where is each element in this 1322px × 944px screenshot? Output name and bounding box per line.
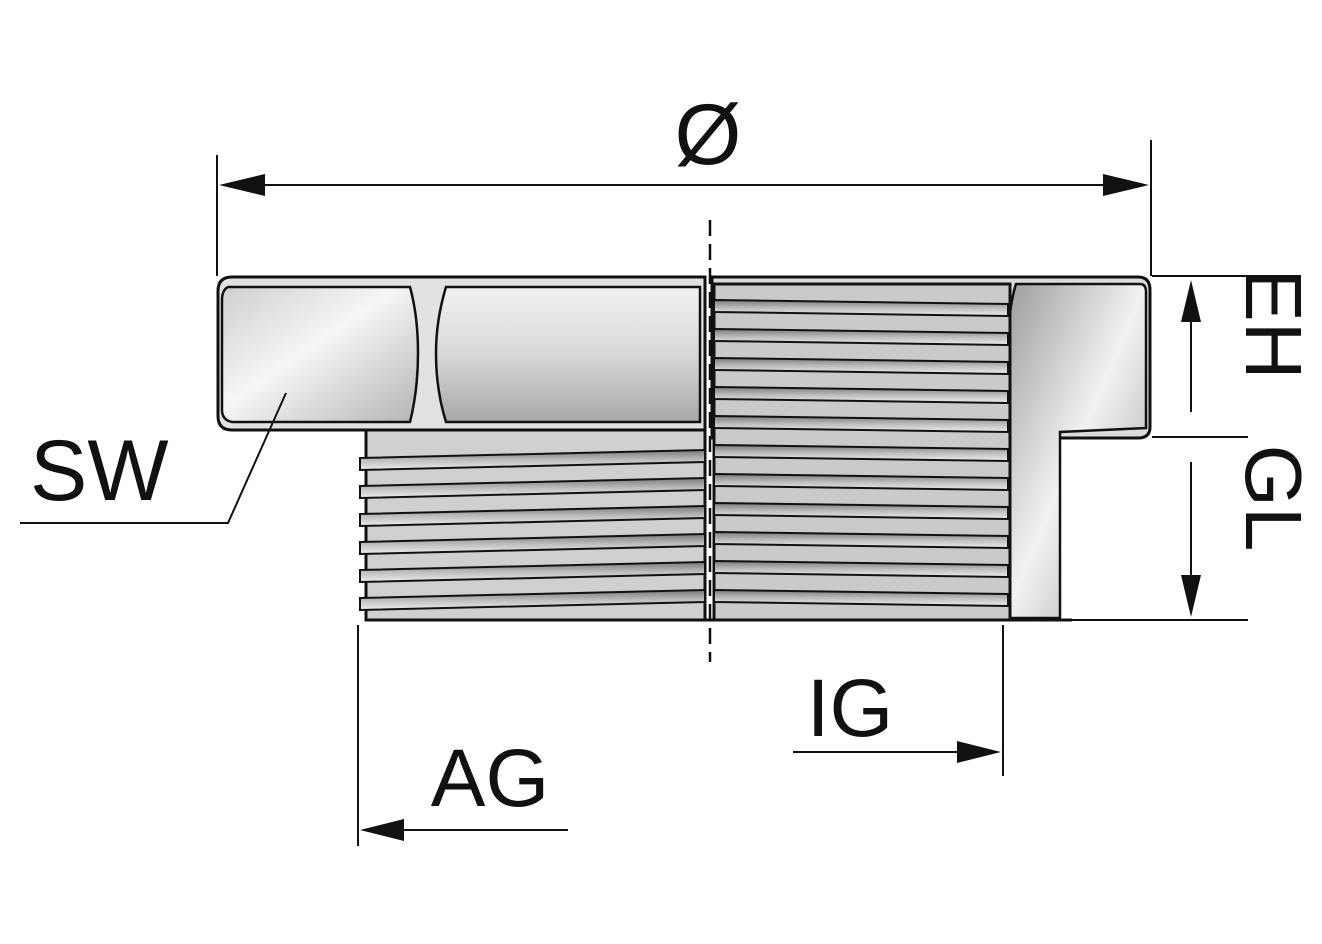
- internal-thread-groove: [713, 298, 1009, 318]
- internal-thread-groove: [713, 443, 1009, 463]
- eh-label: EH: [1229, 268, 1318, 379]
- external-thread-grooves: [359, 448, 706, 612]
- internal-thread-groove: [713, 501, 1009, 521]
- external-thread-groove: [359, 448, 706, 472]
- internal-thread-groove: [713, 472, 1009, 492]
- internal-thread-grooves: [713, 298, 1009, 608]
- internal-thread-groove: [713, 559, 1009, 579]
- ig-label: IG: [807, 663, 894, 754]
- internal-thread-groove: [713, 414, 1009, 434]
- diameter-label: Ø: [675, 87, 742, 183]
- internal-thread-groove: [713, 588, 1009, 608]
- ag-label: AG: [431, 733, 549, 824]
- height-dimensions: [1072, 275, 1248, 621]
- external-thread-groove: [359, 532, 706, 556]
- internal-thread-groove: [713, 327, 1009, 347]
- internal-thread-groove: [713, 385, 1009, 405]
- sw-leader: [20, 392, 287, 524]
- ig-dimension: [793, 625, 1004, 776]
- external-thread: [359, 428, 707, 622]
- diameter-dimension: [216, 140, 1152, 276]
- external-thread-groove: [359, 504, 706, 528]
- external-thread-groove: [359, 476, 706, 500]
- hex-flange: [216, 275, 707, 432]
- external-thread-groove: [359, 588, 706, 612]
- ag-dimension: [357, 625, 568, 846]
- gl-label: GL: [1229, 445, 1318, 552]
- external-thread-groove: [359, 560, 706, 584]
- internal-thread-groove: [713, 356, 1009, 376]
- sw-label: SW: [30, 423, 169, 519]
- internal-thread: [712, 282, 1012, 622]
- internal-thread-groove: [713, 530, 1009, 550]
